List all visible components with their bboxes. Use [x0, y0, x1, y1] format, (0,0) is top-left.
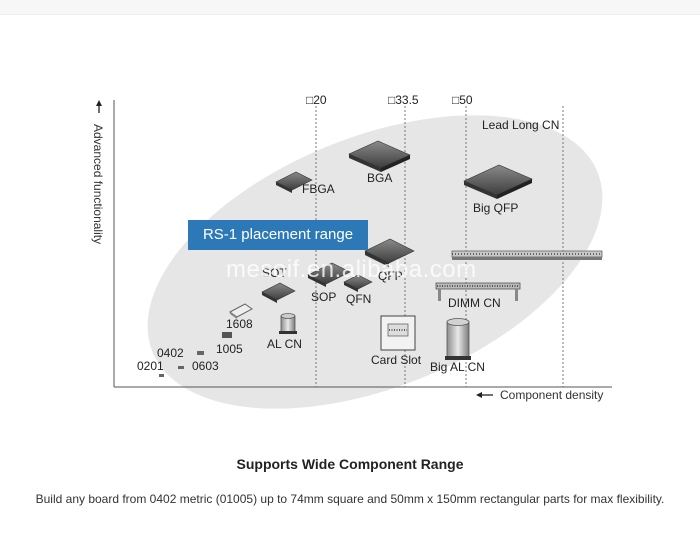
label-card-slot: Card Slot — [371, 353, 422, 367]
label-lead-long-cn: Lead Long CN — [482, 118, 559, 132]
dimm-connector-icon — [435, 282, 521, 301]
label-qfn: QFN — [346, 292, 371, 306]
label-fbga: FBGA — [302, 182, 335, 196]
y-axis-label: Advanced functionality — [91, 124, 105, 244]
label-sop: SOP — [311, 290, 336, 304]
label-bga: BGA — [367, 171, 392, 185]
label-0201: 0201 — [137, 359, 164, 373]
chip-0402-icon — [197, 351, 204, 355]
fbga-chip-icon — [275, 171, 313, 193]
qfn-chip-icon — [343, 274, 373, 292]
big-qfp-chip-icon — [463, 164, 533, 199]
chip-1608-icon — [229, 303, 253, 319]
al-cn-capacitor-icon — [279, 313, 297, 334]
label-sot: SOT — [262, 266, 287, 280]
sop-chip-icon — [307, 262, 351, 287]
top-bar — [0, 0, 700, 15]
label-big-al-cn: Big AL CN — [430, 360, 485, 374]
size-marker-20: □20 — [306, 93, 327, 107]
lead-long-connector-icon — [451, 250, 603, 260]
x-axis-label: Component density — [500, 388, 603, 402]
sot-chip-icon — [261, 282, 296, 303]
x-axis-arrowhead — [476, 392, 482, 398]
label-qfp: QFP — [378, 269, 403, 283]
size-marker-50: □50 — [452, 93, 473, 107]
size-marker-33-5: □33.5 — [388, 93, 419, 107]
caption-description: Build any board from 0402 metric (01005)… — [35, 492, 665, 506]
watermark: mesoif.en.alibaba.com — [226, 256, 477, 283]
chip-0201-icon — [159, 374, 164, 377]
label-1608: 1608 — [226, 317, 253, 331]
label-1005: 1005 — [216, 342, 243, 356]
label-dimm-cn: DIMM CN — [448, 296, 501, 310]
label-al-cn: AL CN — [267, 337, 302, 351]
label-0402: 0402 — [157, 346, 184, 360]
placement-range-label: RS-1 placement range — [188, 220, 368, 250]
y-axis-arrowhead — [96, 100, 102, 106]
chip-0603-icon — [178, 366, 184, 369]
bga-chip-icon — [348, 140, 411, 172]
label-big-qfp: Big QFP — [473, 201, 518, 215]
qfp-chip-icon — [364, 238, 415, 267]
chip-1005-icon — [222, 332, 232, 338]
big-al-cn-capacitor-icon — [445, 318, 471, 360]
label-0603: 0603 — [192, 359, 219, 373]
caption-title: Supports Wide Component Range — [236, 456, 464, 472]
card-slot-icon — [380, 315, 416, 351]
